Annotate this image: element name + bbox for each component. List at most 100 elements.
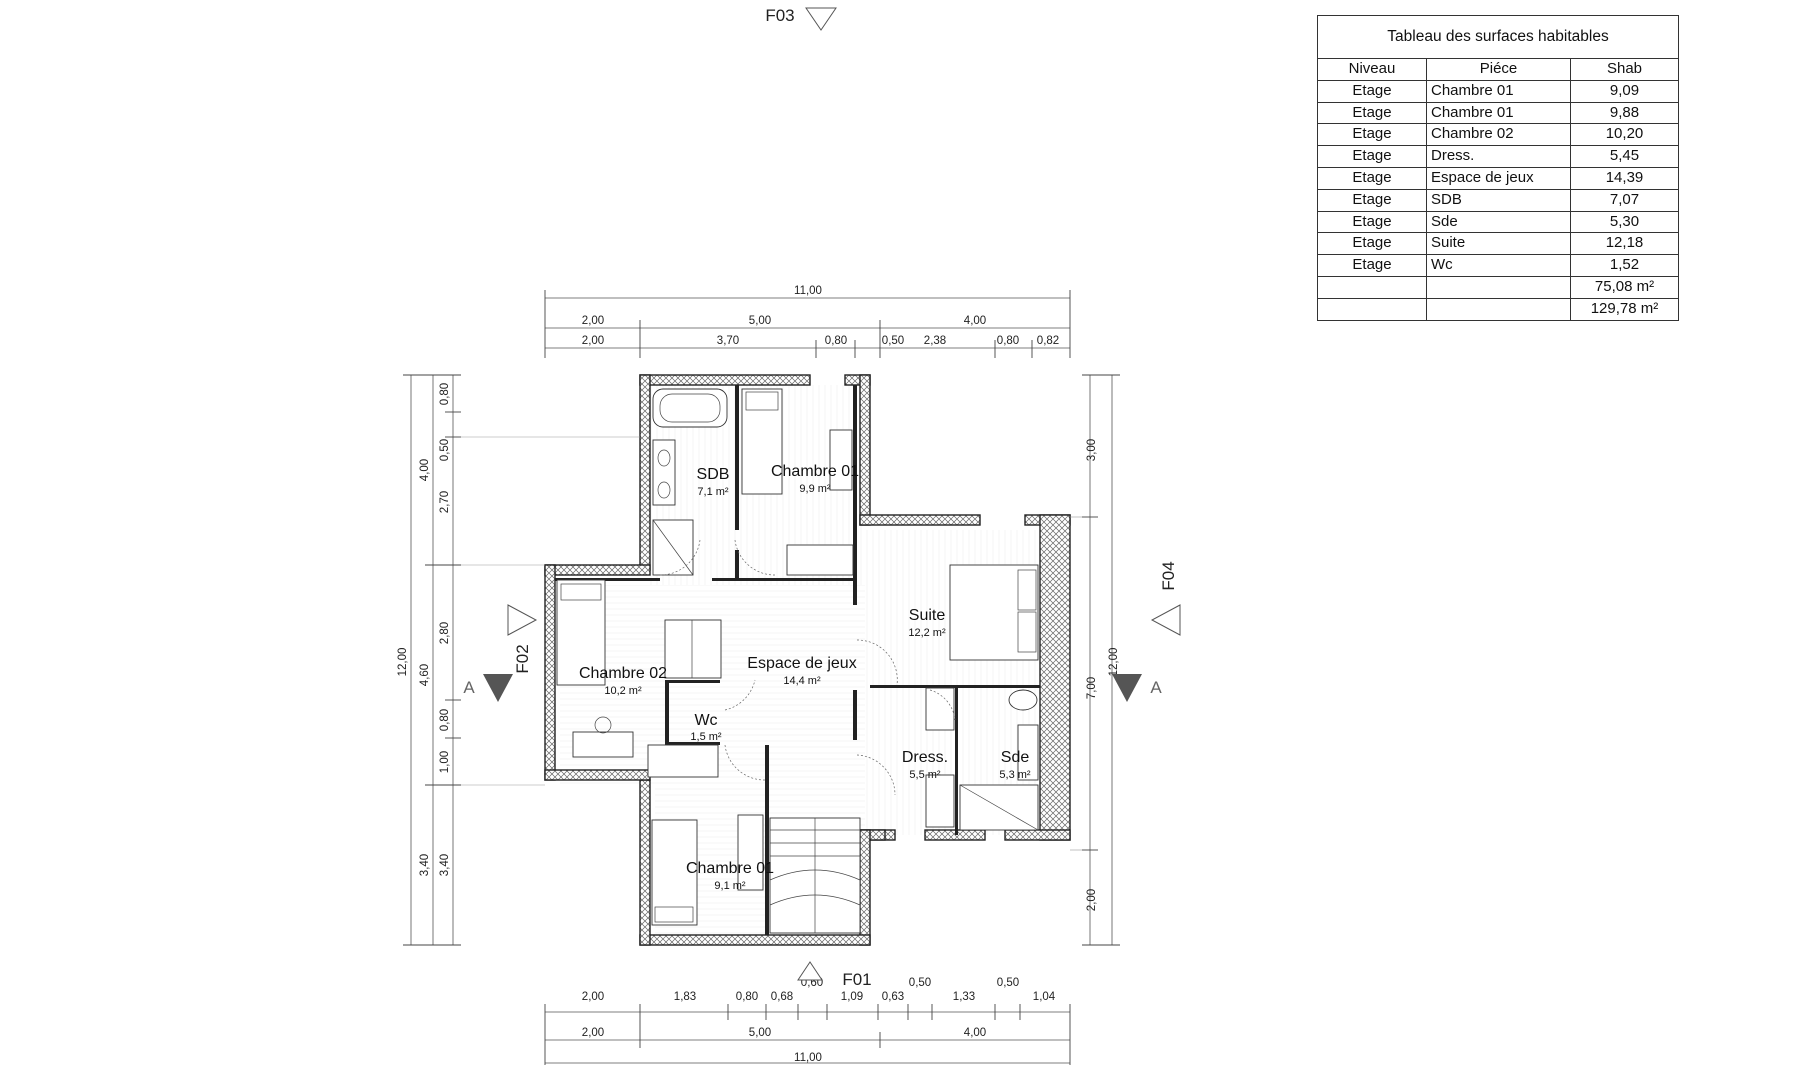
wardrobe [786, 544, 854, 576]
cell-piece: Wc [1426, 254, 1571, 277]
dim-right-r1-2: 7,00 [1086, 677, 1098, 699]
dim-bot-r1-4: 0,68 [771, 991, 793, 1003]
room-wc-name: Wc [694, 712, 717, 729]
floor-fills [560, 385, 1050, 935]
cell-shab: 1,52 [1570, 254, 1679, 277]
cell-piece: Suite [1426, 232, 1571, 256]
room-sdb-name: SDB [697, 466, 730, 483]
cell-shab: 9,88 [1570, 101, 1679, 125]
room-sdb-area: 7,1 m² [697, 486, 729, 498]
dim-top-r1-1: 2,00 [582, 315, 604, 327]
bathtub [652, 388, 728, 428]
cell-niveau: Etage [1317, 232, 1427, 256]
dimension-labels: 11,00 2,00 5,00 4,00 2,00 3,70 0,80 0,50… [397, 285, 1120, 1064]
dim-left-r2-3: 2,70 [439, 491, 451, 513]
room-chambre01-bottom-area: 9,1 m² [714, 880, 746, 892]
room-wc-area: 1,5 m² [690, 731, 722, 743]
bed [651, 819, 698, 926]
dim-left-r1-2: 4,60 [419, 664, 431, 686]
cell-niveau: Etage [1317, 101, 1427, 125]
marker-f01-icon [797, 961, 823, 981]
cell-niveau: Etage [1317, 145, 1427, 168]
dim-bot-r1-10: 0,50 [997, 977, 1019, 989]
dim-top-total: 11,00 [794, 285, 822, 297]
room-dress-area: 5,5 m² [909, 769, 941, 781]
dim-top-r2-6: 0,80 [997, 335, 1019, 347]
double-sink [652, 439, 676, 506]
section-a-left-label: A [463, 678, 475, 697]
door-swing [659, 539, 701, 576]
room-labels: SDB 7,1 m² Chambre 01 9,9 m² Suite 12,2 … [579, 463, 1031, 892]
cell-piece: Sde [1426, 210, 1571, 234]
dim-bot-r2-1: 2,00 [582, 1027, 604, 1039]
wardrobe [737, 814, 764, 891]
dim-left-r2-6: 1,00 [439, 751, 451, 773]
cell-niveau: Etage [1317, 79, 1427, 103]
room-suite-area: 12,2 m² [908, 627, 946, 639]
closet [925, 774, 955, 828]
dim-bot-r1-7: 0,63 [882, 991, 904, 1003]
dim-bot-total: 11,00 [794, 1052, 822, 1064]
closet [925, 687, 955, 731]
table-row: 129,78 m² [1317, 297, 1679, 321]
surfaces-table: Tableau des surfaces habitables Niveau P… [1317, 15, 1679, 321]
dim-top-r1-3: 4,00 [964, 315, 986, 327]
dim-bot-r1-11: 1,04 [1033, 991, 1056, 1003]
dimension-lines [403, 290, 1120, 1065]
header-niveau: Niveau [1317, 58, 1427, 81]
cell-niveau [1317, 297, 1427, 321]
marker-f02-icon [507, 604, 538, 636]
cabinet [647, 744, 719, 778]
double-bed [949, 564, 1039, 661]
dim-right-total: 12,00 [1108, 648, 1120, 677]
dim-left-r1-1: 4,00 [419, 459, 431, 481]
dim-left-r1-3: 3,40 [419, 854, 431, 876]
section-a-left-icon [483, 674, 513, 702]
room-chambre01-bottom-name: Chambre 01 [686, 860, 774, 877]
marker-f04-icon [1150, 604, 1181, 636]
cell-niveau: Etage [1317, 210, 1427, 234]
dim-left-r2-5: 0,80 [439, 709, 451, 731]
cell-shab: 12,18 [1570, 232, 1679, 256]
cell-niveau: Etage [1317, 254, 1427, 277]
toilet [1008, 689, 1038, 711]
dim-left-r2-7: 3,40 [439, 854, 451, 876]
door-swing [724, 744, 766, 781]
dim-bot-r2-3: 4,00 [964, 1027, 986, 1039]
cell-piece [1426, 297, 1571, 321]
cabinet [664, 619, 722, 679]
table-row: 75,08 m² [1317, 275, 1679, 299]
bed [741, 388, 783, 495]
table-title: Tableau des surfaces habitables [1317, 15, 1679, 59]
room-espace-area: 14,4 m² [783, 675, 821, 687]
room-dress-name: Dress. [902, 749, 948, 766]
dim-right-r1-1: 3,00 [1086, 439, 1098, 461]
dim-top-r2-2: 3,70 [717, 335, 739, 347]
bed [556, 579, 606, 686]
cell-piece: Chambre 01 [1426, 79, 1571, 103]
room-suite-name: Suite [909, 607, 946, 624]
marker-f01-label: F01 [842, 970, 871, 989]
dim-top-r2-4: 0,50 [882, 335, 904, 347]
door-swing [734, 539, 776, 576]
section-a-right-icon [1112, 674, 1142, 702]
cell-shab: 9,09 [1570, 79, 1679, 103]
header-shab: Shab [1570, 58, 1679, 81]
room-espace-name: Espace de jeux [747, 655, 856, 672]
dim-bot-r1-9: 1,33 [953, 991, 975, 1003]
vanity [1017, 724, 1039, 781]
dim-top-r2-1: 2,00 [582, 335, 604, 347]
dim-bot-r1-8: 0,50 [909, 977, 931, 989]
dim-bot-r1-6: 1,09 [841, 991, 863, 1003]
door-swing [724, 679, 756, 711]
dim-left-r2-2: 0,50 [439, 439, 451, 461]
desk [572, 731, 634, 758]
